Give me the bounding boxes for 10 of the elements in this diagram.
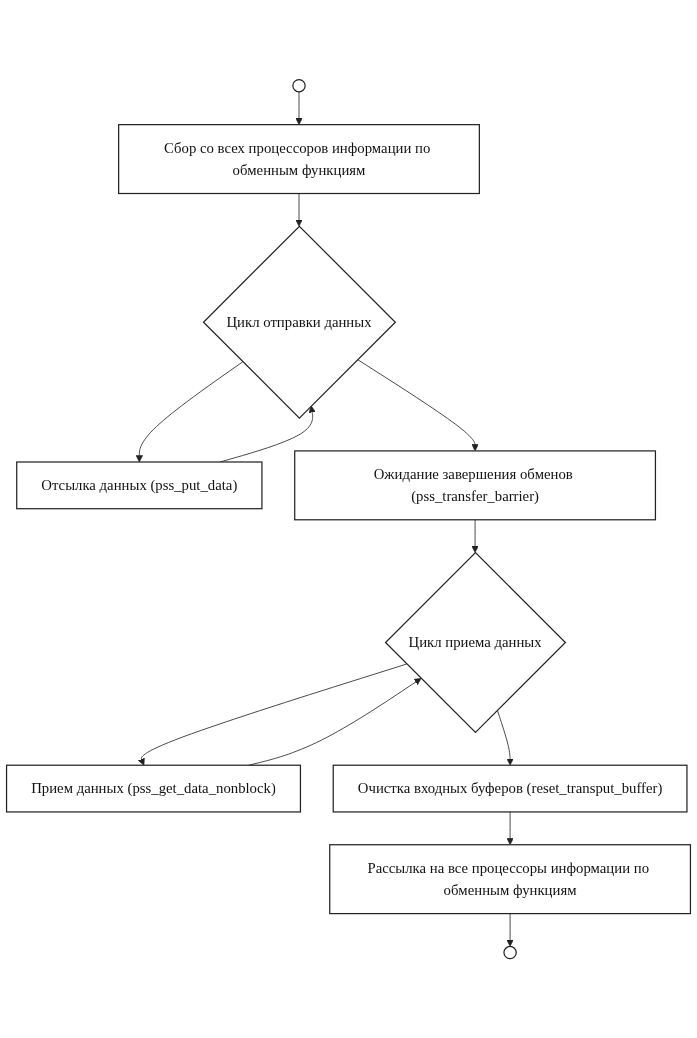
node-box: Ожидание завершения обменов (pss_transfer_barrier) xyxy=(294,450,657,521)
node-box: Прием данных (pss_get_data_nonblock) xyxy=(5,764,302,813)
node-diamond: Цикл приема данных xyxy=(384,551,567,734)
node-box: Очистка входных буферов (reset_transput_buffer) xyxy=(332,764,688,813)
node-box: Отсылка данных (pss_put_data) xyxy=(16,461,263,510)
node-circle xyxy=(292,78,306,93)
node-diamond: Цикл отправки данных xyxy=(202,225,397,419)
node-circle xyxy=(503,945,517,960)
node-box: Сбор со всех процессоров информации по обменным функциям xyxy=(118,123,480,194)
node-box: Рассылка на все процессоры информации по обменным функциям xyxy=(329,844,692,915)
